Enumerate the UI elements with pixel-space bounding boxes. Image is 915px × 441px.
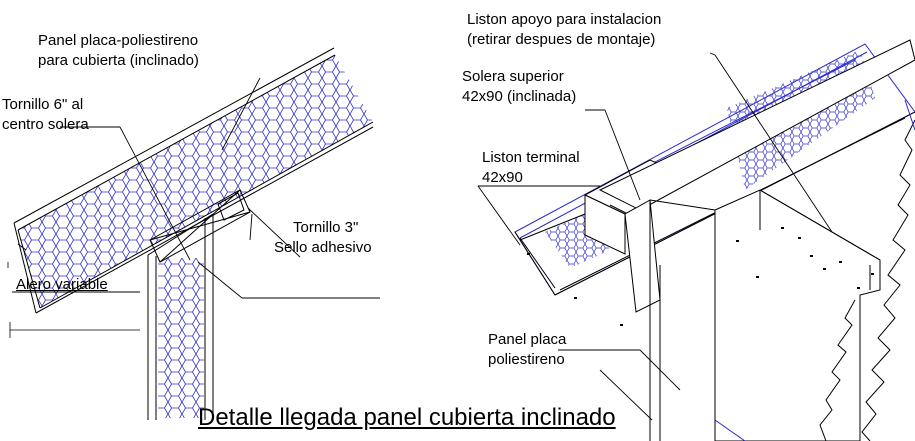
label-liston-apoyo-line1: Liston apoyo para instalacion (467, 11, 662, 28)
label-solera-superior-line1: Solera superior (462, 68, 564, 85)
label-tornillo-3: Tornillo 3" (293, 219, 359, 236)
label-panel-placa-line2: poliestireno (488, 351, 565, 368)
label-panel-cubierta-line2: para cubierta (inclinado) (38, 52, 199, 69)
left-section-view (7, 47, 380, 420)
label-liston-terminal-line1: Liston terminal (482, 149, 580, 166)
label-panel-cubierta-line1: Panel placa-poliestireno (38, 32, 199, 49)
label-sello-adhesivo: Sello adhesivo (274, 239, 372, 256)
label-tornillo-6-line1: Tornillo 6" al (2, 96, 84, 113)
label-tornillo-6-line2: centro solera (2, 116, 89, 133)
label-liston-apoyo-line2: (retirar despues de montaje) (467, 31, 656, 48)
drawing-title: Detalle llegada panel cubierta inclinado (198, 404, 616, 431)
right-isometric-view (477, 39, 915, 441)
roof-panel-insulation (18, 55, 373, 308)
label-liston-terminal-line2: 42x90 (482, 169, 523, 186)
wall-panel-insulation (158, 258, 204, 418)
label-alero-variable: Alero variable (16, 276, 108, 293)
label-solera-superior-line2: 42x90 (inclinada) (462, 88, 577, 105)
label-panel-placa-line1: Panel placa (488, 331, 567, 348)
